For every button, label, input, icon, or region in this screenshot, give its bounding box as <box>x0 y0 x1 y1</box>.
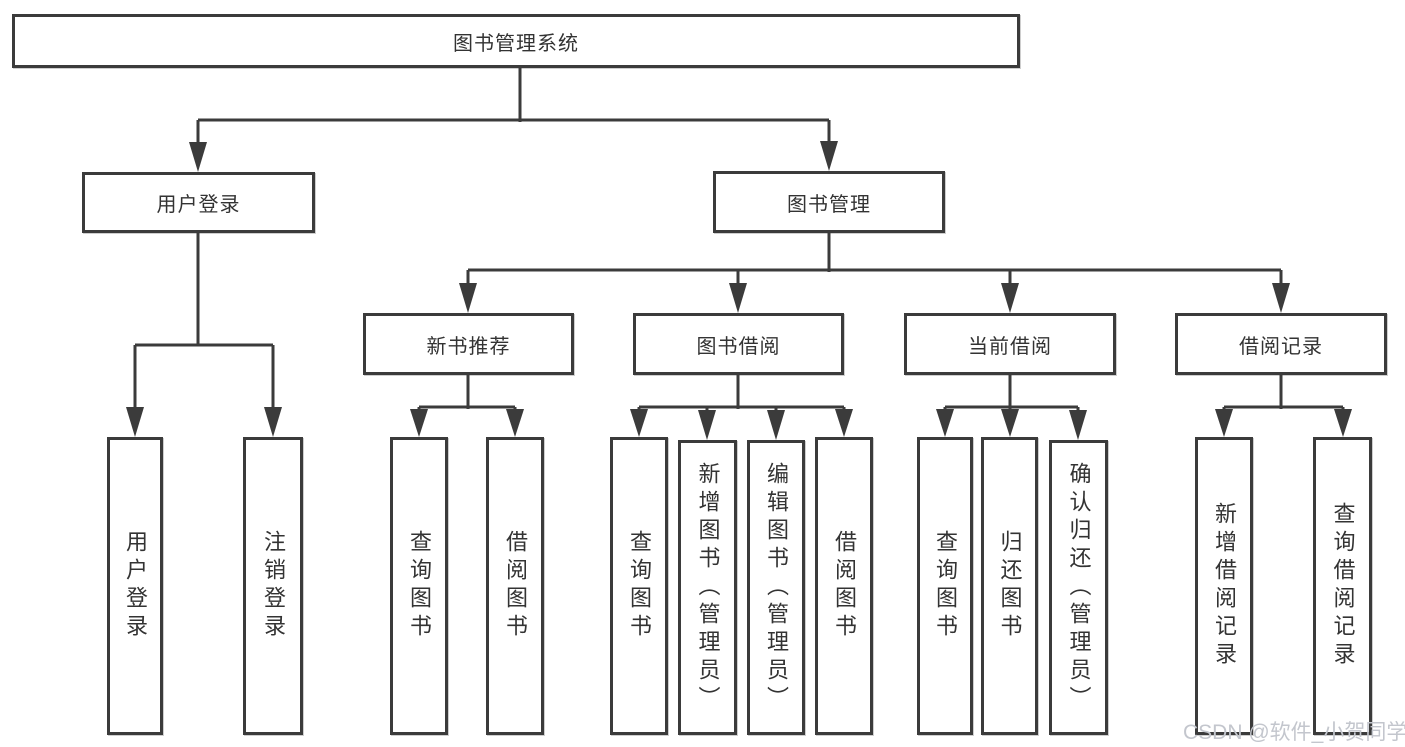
leaf-logout: 注销登录 <box>243 437 303 735</box>
node-label: 当前借阅 <box>968 335 1052 358</box>
node-label: 图书管理 <box>787 193 871 216</box>
leaf-return-books: 归还图书 <box>981 437 1038 735</box>
node-user-login: 用户登录 <box>82 172 315 233</box>
leaf-label: 新增图书（管理员） <box>695 461 721 714</box>
leaf-label: 借阅图书 <box>503 530 528 642</box>
leaf-edit-books-admin: 编辑图书（管理员） <box>747 440 805 735</box>
node-label: 图书借阅 <box>696 335 781 358</box>
leaf-borrow-books-borrowing: 借阅图书 <box>815 437 873 735</box>
leaf-label: 归还图书 <box>997 530 1023 642</box>
node-book-borrowing: 图书借阅 <box>633 313 844 375</box>
node-label: 图书管理系统 <box>453 32 579 55</box>
leaf-label: 查询图书 <box>933 530 958 642</box>
node-book-management: 图书管理 <box>713 171 945 233</box>
leaf-label: 查询图书 <box>627 530 652 642</box>
leaf-borrow-books-recommend: 借阅图书 <box>486 437 544 735</box>
leaf-query-books-recommend: 查询图书 <box>390 437 448 735</box>
node-label: 新书推荐 <box>426 335 511 358</box>
leaf-label: 查询图书 <box>407 530 432 642</box>
leaf-label: 借阅图书 <box>832 530 857 642</box>
leaf-label: 确认归还（管理员） <box>1066 461 1092 714</box>
node-borrowing-records: 借阅记录 <box>1175 313 1387 375</box>
node-book-management-system: 图书管理系统 <box>12 14 1020 68</box>
leaf-add-borrow-record: 新增借阅记录 <box>1195 437 1253 735</box>
leaf-query-books-borrowing: 查询图书 <box>610 437 668 735</box>
leaf-confirm-return-admin: 确认归还（管理员） <box>1049 440 1108 735</box>
leaf-query-borrow-record: 查询借阅记录 <box>1313 437 1372 735</box>
leaf-label: 查询借阅记录 <box>1330 502 1356 670</box>
csdn-watermark: CSDN @软件_小贺同学 <box>1183 721 1405 744</box>
leaf-query-books-current: 查询图书 <box>917 437 973 735</box>
leaf-label: 用户登录 <box>123 530 148 642</box>
node-label: 借阅记录 <box>1239 335 1323 358</box>
node-new-book-recommend: 新书推荐 <box>363 313 574 375</box>
leaf-label: 新增借阅记录 <box>1212 502 1237 670</box>
leaf-label: 注销登录 <box>261 530 286 642</box>
leaf-user-login: 用户登录 <box>107 437 163 735</box>
node-label: 用户登录 <box>156 194 241 216</box>
node-current-borrowing: 当前借阅 <box>904 313 1116 375</box>
leaf-label: 编辑图书（管理员） <box>764 461 789 714</box>
leaf-add-books-admin: 新增图书（管理员） <box>678 440 737 735</box>
